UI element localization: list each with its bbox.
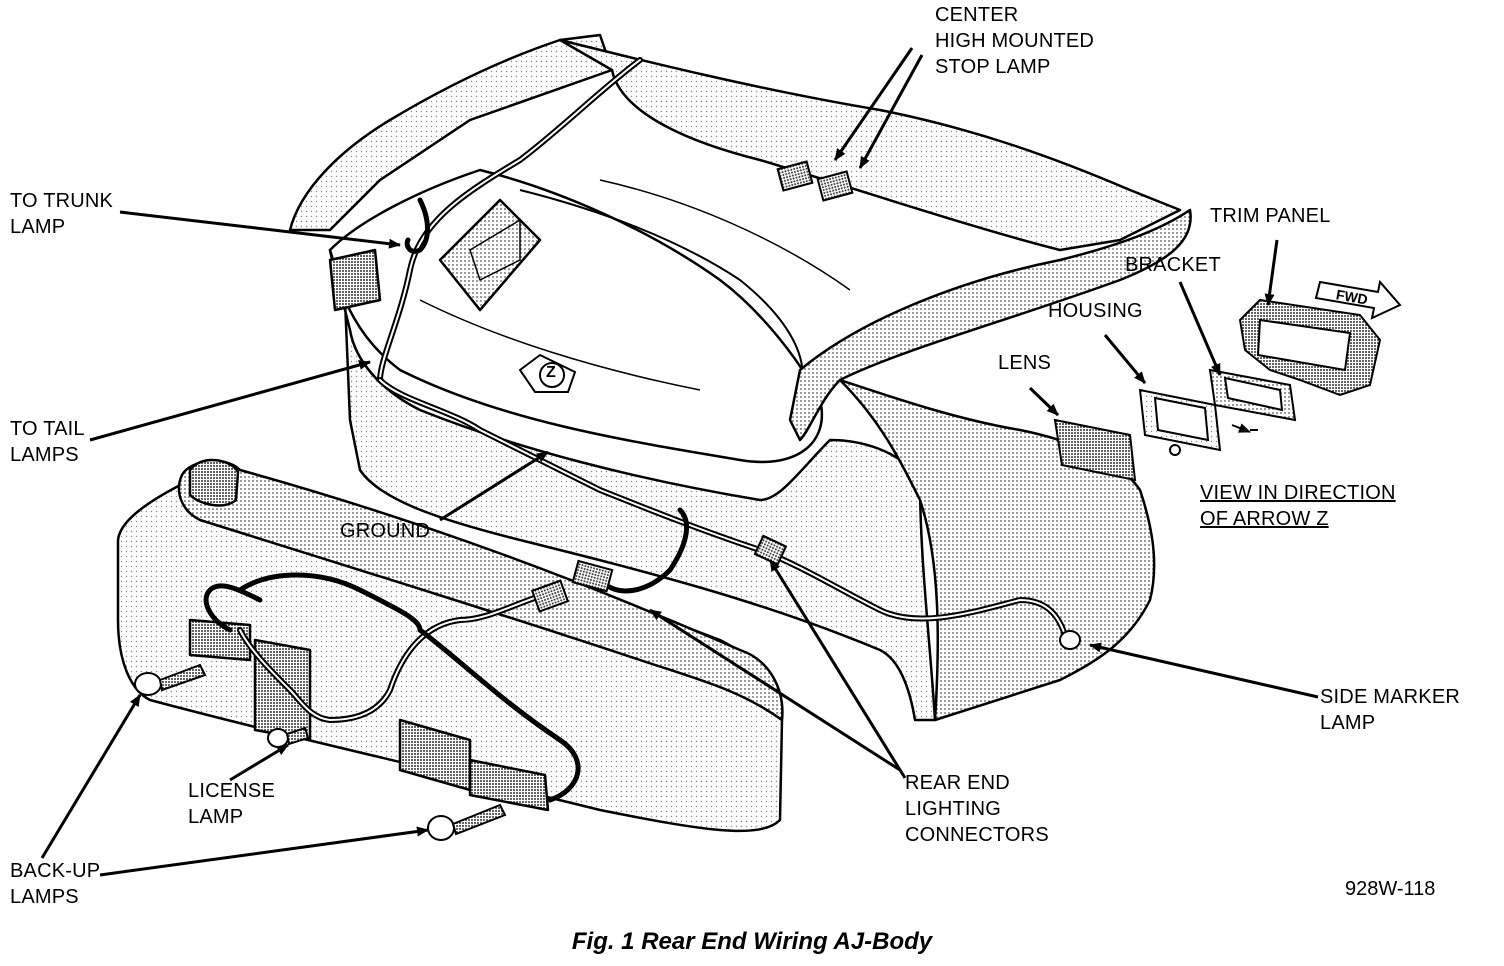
rear-body-panel — [328, 248, 937, 722]
side-connector — [753, 534, 788, 566]
bracket-label: BRACKET — [1125, 254, 1221, 276]
rear-bumper — [116, 458, 784, 833]
stop-lamp-socket-left — [776, 160, 814, 192]
wiring-harness — [203, 57, 1068, 803]
housing-label: HOUSING — [1048, 300, 1143, 322]
bumper-step — [253, 638, 312, 742]
center-stop-lamp-label: CENTER HIGH MOUNTED STOP LAMP — [935, 4, 1095, 78]
side-marker-bulb — [1059, 630, 1081, 650]
trunk-lamp-label: TO TRUNK LAMP — [10, 190, 114, 238]
arrow-z-text: Z — [546, 364, 556, 381]
body-connector — [571, 559, 614, 593]
figure-caption: Fig. 1 Rear End Wiring AJ-Body — [571, 928, 933, 955]
view-arrow-z-label: VIEW IN DIRECTION OF ARROW Z — [1200, 482, 1396, 530]
license-recess-left — [188, 618, 252, 662]
bumper-end-cap — [188, 458, 240, 507]
backup-bulb-right — [427, 815, 455, 841]
side-marker-exploded-view — [1053, 279, 1402, 482]
lens-part — [1053, 418, 1137, 482]
stop-lamp-socket-right — [816, 170, 854, 202]
connectors-and-lamps — [134, 160, 1081, 841]
right-quarter-panel — [788, 208, 1192, 442]
harness-to-trunk-lamp — [404, 197, 430, 254]
rear-deck-ledge — [558, 38, 1182, 252]
backup-bulb-left — [134, 672, 162, 696]
figure-number: 928W-118 — [1345, 878, 1436, 900]
backup-lamps-label: BACK-UP LAMPS — [10, 860, 101, 908]
leader-lines — [40, 47, 1319, 877]
lens-label: LENS — [998, 352, 1052, 374]
bumper-connector — [530, 579, 570, 613]
trunk-module — [438, 198, 542, 312]
rear-end-connectors-label: REAR END LIGHTING CONNECTORS — [905, 772, 1049, 846]
trim-panel-label: TRIM PANEL — [1210, 205, 1331, 227]
license-bulb — [267, 728, 289, 748]
ground-label: GROUND — [340, 520, 431, 542]
side-marker-lamp-label: SIDE MARKER LAMP — [1320, 686, 1461, 734]
left-tail-lamp-mount — [328, 248, 382, 312]
tail-lamps-label: TO TAIL LAMPS — [10, 418, 85, 466]
fwd-arrow — [1314, 279, 1402, 320]
bumper-top — [177, 459, 784, 722]
license-lamp-label: LICENSE LAMP — [188, 780, 275, 828]
